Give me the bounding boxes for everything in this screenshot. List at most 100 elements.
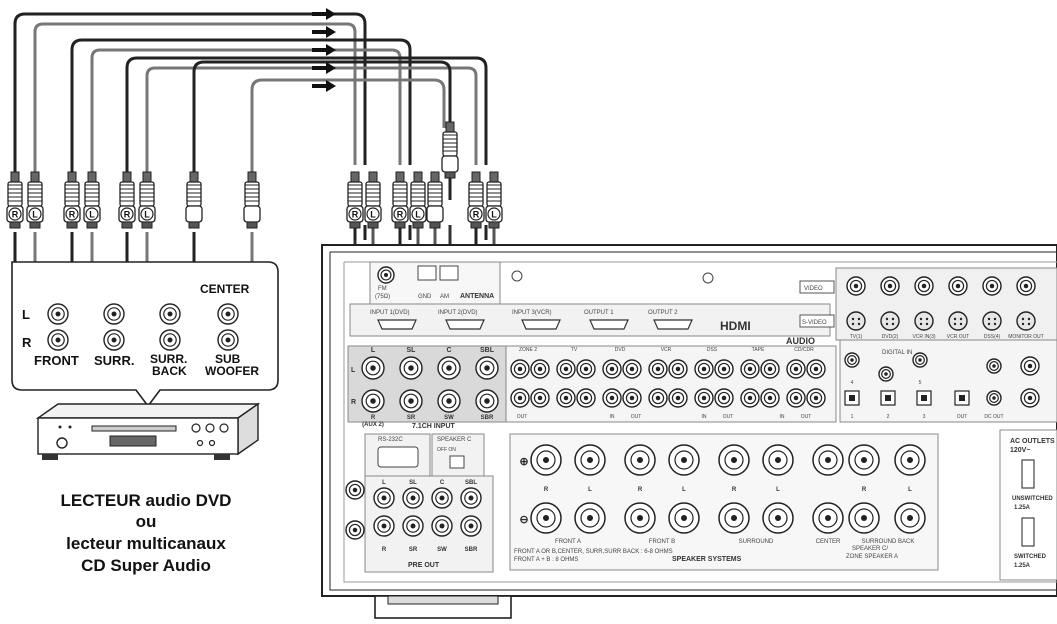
ac-outlets-title: AC OUTLETS [1010, 438, 1055, 445]
output-front-label: FRONT [34, 353, 79, 368]
speaker-impedance-note-2: FRONT A + B : 8 OHMS [514, 557, 578, 563]
audio-col-label-7: CD/CDR [794, 347, 814, 353]
audio-io-label-1: OUT [517, 414, 528, 420]
speaker-terminal-neg-8 [848, 502, 880, 534]
caption-line-3: lecteur multicanaux [66, 534, 226, 553]
speaker-rl-label-3: R [638, 487, 643, 493]
pre-out-jack-top-2 [402, 487, 424, 509]
receiver-plug-4: L [409, 171, 427, 229]
source-jack-5 [159, 303, 181, 325]
audio-jack-3-d [622, 388, 642, 408]
source-jack-8 [217, 329, 239, 351]
speaker-terminal-pos-4 [668, 444, 700, 476]
digital-num-2: 2 [887, 414, 890, 420]
svideo-jack-5 [982, 311, 1002, 331]
pre-out-bottom-label-4: SBR [465, 547, 478, 553]
receiver-plug-4-label: L [415, 210, 421, 220]
audio-jack-6-c [740, 388, 760, 408]
av-receiver-rear-panel: FM (75Ω) GND AM ANTENNA INPUT 1(DVD) INP… [321, 244, 1057, 619]
source-plug-1: R [6, 171, 24, 229]
speaker-minus-icon: ⊖ [519, 514, 528, 526]
video-col-label-2: DVD(2) [882, 334, 899, 340]
speaker-rl-label-2: L [588, 487, 592, 493]
ac-switched-rating: 1.25A [1014, 563, 1031, 569]
receiver-plug-1: R [346, 171, 364, 229]
audio-section-title: AUDIO [786, 336, 815, 346]
multi-input-jack-bottom-1 [361, 389, 385, 413]
audio-jack-7-a [786, 359, 806, 379]
source-jack-1 [47, 303, 69, 325]
multi-input-side-r: R [351, 399, 356, 406]
audio-jack-1-d [530, 388, 550, 408]
source-plug-center [185, 171, 203, 229]
multi-input-jack-bottom-4 [475, 389, 499, 413]
speaker-terminal-pos-6 [762, 444, 794, 476]
dc-out-label: DC OUT [984, 414, 1003, 420]
speaker-plus-icon: ⊕ [519, 456, 528, 468]
audio-jack-7-b [806, 359, 826, 379]
hdmi-input2-label: INPUT 2(DVD) [438, 310, 478, 316]
pre-out-jack-bottom-3 [431, 515, 453, 537]
video-jack-3 [914, 276, 934, 296]
cable-surr-r [70, 38, 412, 178]
audio-col-label-3: DVD [615, 347, 626, 353]
speaker-terminal-pos-5 [718, 444, 750, 476]
hdmi-input1-label: INPUT 1(DVD) [370, 310, 410, 316]
receiver-plug-2-label: L [370, 210, 376, 220]
arrow-3 [312, 44, 336, 56]
source-plug-6: L [138, 171, 156, 229]
multi-input-top-label-2: SL [407, 347, 417, 354]
audio-jack-7-c [786, 388, 806, 408]
audio-io-label-5: OUT [723, 414, 734, 420]
multi-input-top-label-4: SBL [480, 347, 495, 354]
cable-sub [250, 78, 446, 178]
remote-jack [1020, 356, 1040, 376]
audio-jack-5-c [694, 388, 714, 408]
hdmi-logo: HDMI [720, 319, 751, 333]
pre-out-jack-bottom-1 [373, 515, 395, 537]
source-plug-4-label: L [89, 210, 95, 220]
multi-input-jack-bottom-2 [399, 389, 423, 413]
audio-jack-6-a [740, 359, 760, 379]
ac-voltage: 120V~ [1010, 447, 1030, 454]
fm-label: FM [378, 286, 387, 292]
video-col-label-1: TV(1) [850, 334, 863, 340]
am-label: AM [440, 294, 449, 300]
remote-jack-2 [1020, 388, 1040, 408]
video-col-label-3: VCR IN(3) [912, 334, 935, 340]
screw-icon [702, 272, 714, 284]
speaker-terminal-pos-7 [812, 444, 844, 476]
arrow-4 [312, 62, 336, 74]
rs232c-label: RS-232C [378, 437, 403, 443]
speaker-terminal-neg-9 [894, 502, 926, 534]
pre-out-top-label-3: C [440, 480, 445, 486]
speaker-group-label-3: SURROUND [739, 539, 774, 545]
audio-jack-2-d [576, 388, 596, 408]
cable-front-l [33, 22, 357, 178]
caption-line-2: ou [136, 512, 157, 531]
speaker-terminal-pos-1 [530, 444, 562, 476]
cable-surrback-l [145, 66, 478, 178]
video-col-label-4: VCR OUT [947, 334, 970, 340]
source-plug-1-label: R [12, 210, 19, 220]
output-sub-label-2: WOOFER [205, 364, 259, 378]
multi-input-jack-top-3 [437, 356, 461, 380]
source-plug-3: R [63, 171, 81, 229]
source-jack-3 [103, 303, 125, 325]
speaker-terminal-neg-4 [668, 502, 700, 534]
hdmi-port-4 [589, 319, 629, 330]
speaker-terminal-pos-9 [894, 444, 926, 476]
pre-out-jack-top-4 [460, 487, 482, 509]
pre-out-bottom-label-2: SR [409, 547, 418, 553]
ac-switched-label: SWITCHED [1014, 554, 1047, 560]
dvd-player-device [35, 402, 261, 460]
pre-out-top-label-1: L [382, 480, 386, 486]
zone-jack-2 [345, 520, 365, 540]
svideo-jack-6 [1016, 311, 1036, 331]
speaker-terminal-pos-8 [848, 444, 880, 476]
receiver-plug-6: L [485, 171, 503, 229]
source-plug-sub [243, 171, 261, 229]
source-plug-5: R [118, 171, 136, 229]
